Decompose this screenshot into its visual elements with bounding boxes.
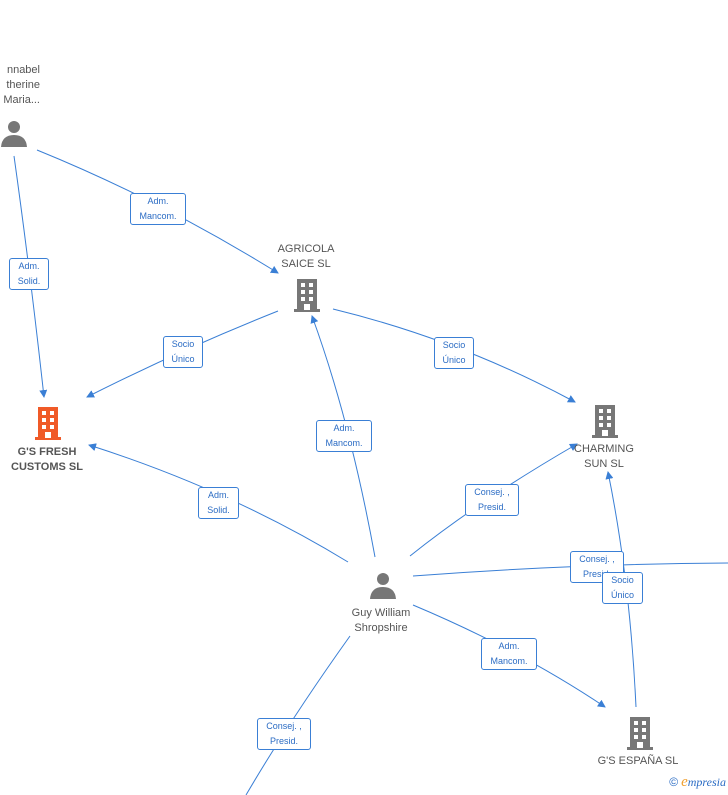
copyright-icon: © (669, 775, 679, 789)
edge-label-guy-gsfresh[interactable]: Adm. Solid. (198, 487, 239, 519)
edge-guy-bottom (245, 635, 351, 795)
brand-name: mpresia (687, 775, 726, 789)
node-label-guy[interactable]: Guy William Shropshire (330, 606, 432, 636)
edge-label-agricola-gsfresh[interactable]: Socio Único (163, 336, 203, 368)
brand-initial: e (681, 774, 688, 790)
person-icon[interactable] (0, 119, 28, 147)
edge-label-agricola-charming[interactable]: Socio Único (434, 337, 474, 369)
edge-label-line: Mancom. (490, 656, 528, 666)
edge-label-line: Adm. (333, 423, 355, 433)
building-icon[interactable] (625, 716, 655, 750)
node-label-line: Shropshire (354, 622, 408, 634)
node-label-line: Maria... (3, 94, 40, 106)
node-label-line: SUN SL (584, 458, 624, 470)
edge-label-annabel-gsfresh[interactable]: Adm. Solid. (9, 258, 49, 290)
edge-label-line: Único (610, 590, 634, 600)
edge-label-line: Adm. (147, 196, 169, 206)
edge-label-guy-agricola[interactable]: Adm. Mancom. (316, 420, 372, 452)
edge-label-line: Consej. , (266, 721, 302, 731)
node-label-line: AGRICOLA (277, 243, 335, 255)
node-label-charming[interactable]: CHARMING SUN SL (560, 442, 648, 472)
edge-label-line: Consej. , (579, 554, 615, 564)
edge-label-line: Presid. (269, 736, 298, 746)
edge-label-espana-charming[interactable]: Socio Único (602, 572, 643, 604)
person-icon[interactable] (369, 571, 397, 599)
node-label-line: G'S ESPAÑA SL (597, 755, 679, 766)
edge-label-guy-bottom[interactable]: Consej. , Presid. (257, 718, 311, 750)
node-label-agricola[interactable]: AGRICOLA SAICE SL (258, 242, 354, 272)
node-label-gs-fresh[interactable]: G'S FRESH CUSTOMS SL (0, 445, 94, 475)
edge-label-line: Único (442, 355, 466, 365)
edge-label-line: Socio (442, 340, 466, 350)
edge-label-annabel-agricola[interactable]: Adm. Mancom. (130, 193, 186, 225)
edge-label-line: Presid. (582, 569, 611, 579)
node-label-annabel[interactable]: nnabel therine Maria... (0, 63, 40, 108)
node-label-line: Guy William (351, 607, 411, 619)
node-label-gs-espana[interactable]: G'S ESPAÑA SL (590, 754, 686, 766)
main-building-icon[interactable] (33, 406, 63, 440)
edge-label-line: Socio (171, 339, 195, 349)
edge-label-line: Mancom. (139, 211, 177, 221)
edge-label-guy-espana[interactable]: Adm. Mancom. (481, 638, 537, 670)
edge-label-guy-charming[interactable]: Consej. , Presid. (465, 484, 519, 516)
building-icon[interactable] (292, 278, 322, 312)
edge-label-line: Adm. (18, 261, 40, 271)
edge-label-line: Adm. (207, 490, 229, 500)
edge-label-line: Solid. (207, 505, 230, 515)
edge-label-line: Presid. (477, 502, 506, 512)
building-icon[interactable] (590, 404, 620, 438)
edge-label-line: Único (171, 354, 195, 364)
empresia-watermark: © empresia (669, 774, 726, 791)
edge-label-line: Consej. , (474, 487, 510, 497)
node-label-line: SAICE SL (281, 258, 331, 270)
edge-label-guy-right[interactable]: Consej. , Presid. (570, 551, 624, 583)
node-label-line: therine (6, 79, 40, 91)
node-label-line: nnabel (6, 64, 40, 76)
node-label-line: CUSTOMS SL (11, 461, 83, 473)
edge-label-line: Adm. (498, 641, 520, 651)
edge-label-line: Mancom. (325, 438, 363, 448)
edge-label-line: Socio (611, 575, 634, 585)
edge-label-line: Solid. (17, 276, 41, 286)
node-label-line: G'S FRESH (17, 446, 77, 458)
node-label-line: CHARMING (574, 443, 634, 455)
